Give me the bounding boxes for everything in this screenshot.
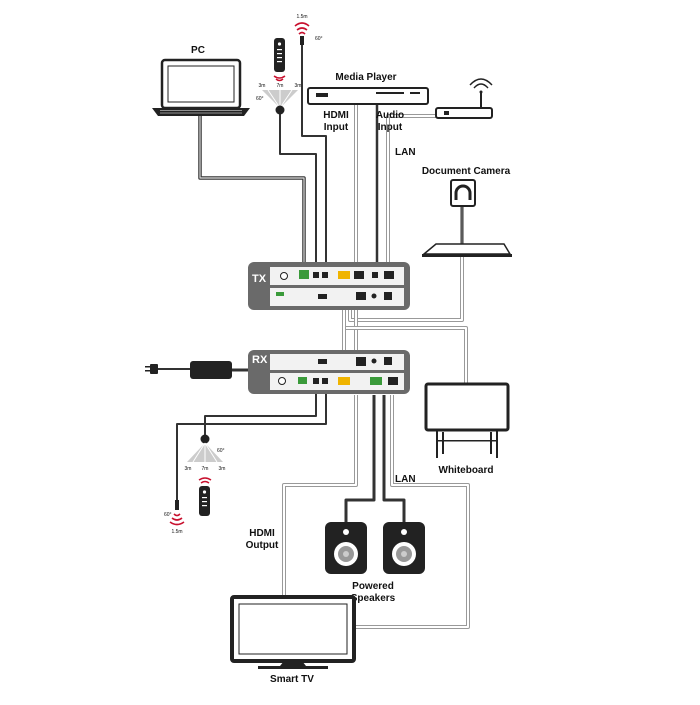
ir-receiver-fan-bottom bbox=[187, 434, 223, 463]
speaker-cable bbox=[344, 395, 376, 522]
media-player-label: Media Player bbox=[335, 72, 396, 83]
lan-top-label: LAN bbox=[395, 147, 416, 158]
audio-input-label: Audio bbox=[376, 110, 404, 121]
whiteboard-icon bbox=[424, 382, 510, 458]
rx-unit bbox=[248, 350, 410, 394]
smart-tv-label: Smart TV bbox=[270, 674, 314, 685]
lan-top-cable bbox=[386, 114, 440, 262]
hdmi-input-label-line2: Input bbox=[324, 122, 349, 133]
ir-top-range: 1.5m bbox=[296, 14, 307, 20]
powered-speakers-icon bbox=[325, 522, 425, 574]
pc-hdmi-cable bbox=[198, 113, 306, 262]
ir-top-right: 3m bbox=[295, 83, 302, 89]
ir-receiver-cable-bottom bbox=[204, 390, 317, 436]
ir-bottom-mid: 7m bbox=[202, 466, 209, 472]
power-adapter-icon bbox=[145, 361, 232, 379]
ir-remote-icon-bottom bbox=[198, 477, 212, 516]
hdmi-input-label: HDMI bbox=[323, 110, 349, 121]
media-player-icon bbox=[307, 87, 429, 105]
ir-blaster-cable-bottom bbox=[176, 390, 327, 500]
smart-tv-icon bbox=[230, 595, 356, 669]
ir-bottom-range: 1.5m bbox=[171, 529, 182, 535]
hdmi-output-label-line2: Output bbox=[246, 540, 279, 551]
router-icon bbox=[435, 78, 493, 119]
ir-remote-icon-top bbox=[273, 38, 286, 82]
audio-input-label-line2: Input bbox=[378, 122, 403, 133]
ir-bottom-left: 3m bbox=[185, 466, 192, 472]
powered-speakers-label: Powered bbox=[352, 581, 394, 592]
whiteboard-label: Whiteboard bbox=[439, 465, 494, 476]
rx-label: RX bbox=[252, 354, 268, 366]
ir-bottom-side-angle: 60° bbox=[217, 448, 225, 454]
ir-top-mid: 7m bbox=[277, 83, 284, 89]
document-camera-label: Document Camera bbox=[422, 166, 511, 177]
document-camera-icon bbox=[421, 179, 512, 257]
ir-receiver-fan-top bbox=[262, 89, 298, 115]
ir-top-angle: 60° bbox=[315, 36, 323, 42]
ir-receiver-cable-top bbox=[279, 108, 317, 262]
ir-bottom-right: 3m bbox=[219, 466, 226, 472]
ir-bottom-angle: 60° bbox=[164, 512, 172, 518]
ir-signal-arc-top bbox=[294, 22, 310, 45]
tx-unit bbox=[248, 262, 410, 310]
lan-bottom-label: LAN bbox=[395, 474, 416, 485]
tx-label: TX bbox=[252, 273, 267, 285]
ir-top-left: 3m bbox=[259, 83, 266, 89]
powered-speakers-label-line2: Speakers bbox=[351, 593, 396, 604]
ir-signal-arc-bottom bbox=[169, 500, 185, 526]
ir-blaster-cable-top bbox=[301, 45, 327, 262]
ir-top-side-angle: 60° bbox=[256, 96, 264, 102]
hdmi-output-label: HDMI bbox=[249, 528, 275, 539]
pc-laptop-icon bbox=[152, 58, 250, 116]
pc-label: PC bbox=[191, 45, 205, 56]
